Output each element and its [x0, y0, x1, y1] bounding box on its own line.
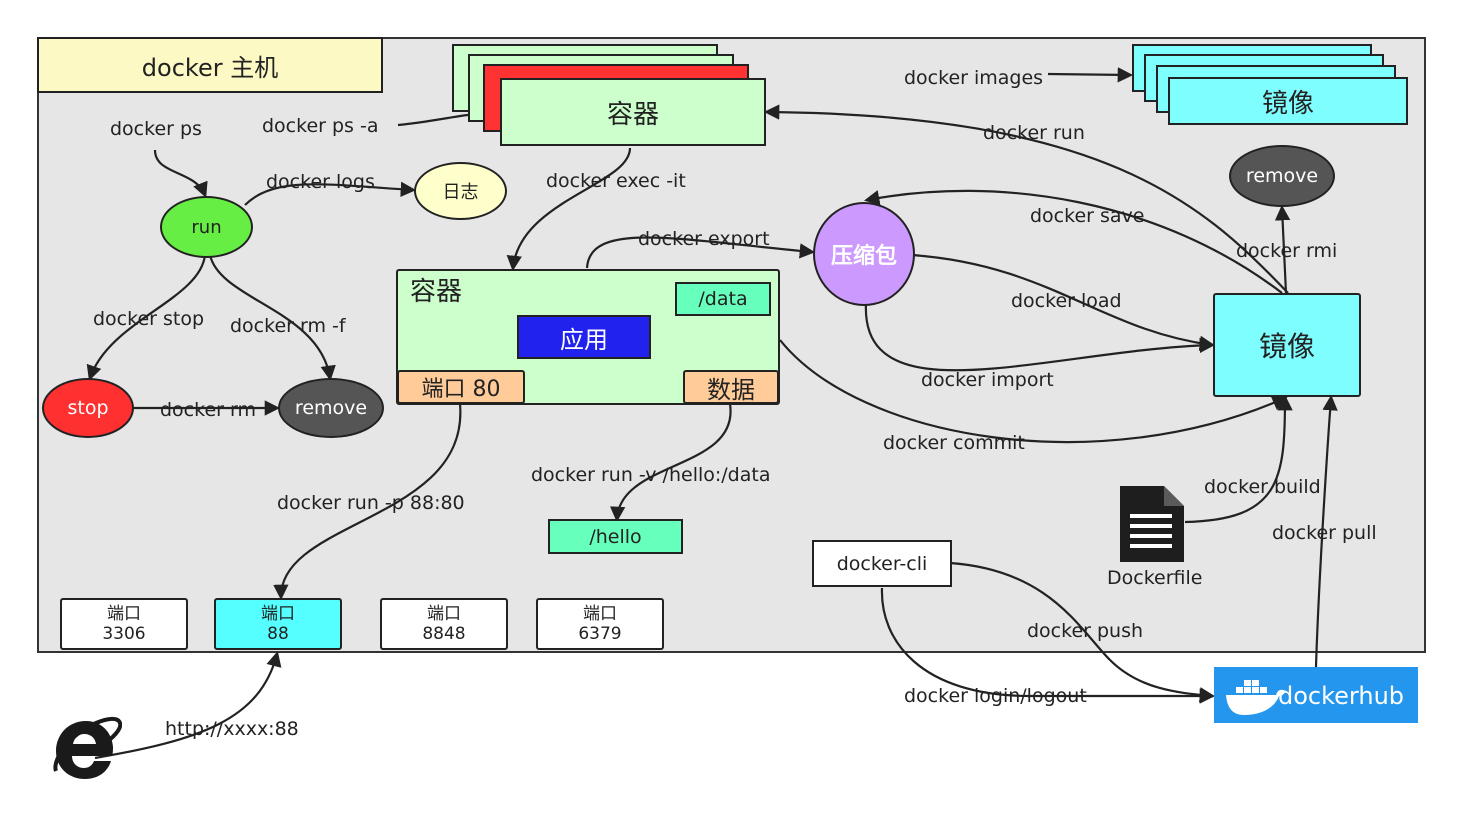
- arrow-rm-f: [208, 254, 336, 382]
- port-number: 88: [267, 624, 289, 644]
- arrow-run-p: [273, 403, 462, 601]
- cmd-run-v: docker run -v /hello:/data: [531, 464, 771, 486]
- port-label: 端口: [261, 604, 295, 624]
- image-main: 镜像: [1213, 293, 1361, 397]
- container-port-box: 端口 80: [397, 370, 525, 404]
- cmd-import: docker import: [921, 369, 1054, 391]
- cmd-images: docker images: [904, 67, 1044, 89]
- port-number: 3306: [102, 624, 146, 644]
- arrow-run-v: [609, 403, 732, 523]
- run-state-label: run: [191, 216, 222, 238]
- image-top: 镜像: [1168, 77, 1408, 125]
- cmd-rm-f: docker rm -f: [230, 315, 346, 337]
- arrow-login: [880, 587, 1216, 704]
- docker-cli-box: docker-cli: [812, 540, 952, 587]
- dockerhub-label: dockerhub: [1278, 682, 1405, 710]
- image-main-label: 镜像: [1258, 330, 1315, 363]
- container-top: 容器: [500, 78, 766, 146]
- port-label: 端口: [107, 604, 141, 624]
- hello-dir-box: /hello: [548, 519, 683, 554]
- arrow-save: [863, 189, 1283, 294]
- data-dir-box: /data: [675, 282, 771, 316]
- app-box: 应用: [517, 315, 651, 359]
- arrow-push: [949, 561, 1216, 703]
- arrow-exec: [506, 147, 632, 272]
- arrow-import: [864, 302, 1216, 372]
- arrow-pull: [1314, 394, 1338, 668]
- cmd-save: docker save: [1030, 205, 1145, 227]
- arrow-stop: [86, 254, 207, 381]
- cmd-push: docker push: [1027, 620, 1144, 642]
- host-port-6379: 端口 6379: [536, 598, 664, 650]
- cmd-exec: docker exec -it: [546, 170, 686, 192]
- cmd-ps: docker ps: [110, 118, 202, 140]
- port-label: 端口: [583, 604, 617, 624]
- dockerhub-badge[interactable]: dockerhub: [1214, 667, 1418, 723]
- stop-state-label: stop: [67, 397, 109, 419]
- port-label: 端口: [427, 604, 461, 624]
- container-detail-title: 容器: [410, 277, 463, 307]
- logs-node-label: 日志: [442, 182, 479, 203]
- stop-state: stop: [42, 378, 134, 438]
- dockerfile-document-icon: [1120, 486, 1184, 562]
- arrow-ps: [153, 149, 208, 198]
- dockerfile-label: Dockerfile: [1107, 567, 1203, 589]
- remove-container-label: remove: [294, 397, 368, 419]
- docker-cli-label: docker-cli: [836, 552, 928, 575]
- host-title: docker 主机: [37, 37, 383, 93]
- cmd-export: docker export: [638, 228, 770, 250]
- cmd-rm: docker rm: [160, 399, 256, 421]
- archive-node: 压缩包: [813, 202, 915, 306]
- hello-dir-label: /hello: [589, 525, 642, 548]
- logs-node: 日志: [414, 162, 507, 220]
- cmd-rmi: docker rmi: [1236, 240, 1338, 262]
- data-dir-label: /data: [698, 288, 748, 310]
- container-port-label: 端口 80: [421, 377, 501, 402]
- arrow-run: [763, 104, 1289, 294]
- data-box: 数据: [683, 370, 779, 404]
- remove-image-state: remove: [1229, 145, 1335, 207]
- arrow-url: [94, 651, 282, 760]
- cmd-pull: docker pull: [1272, 522, 1377, 544]
- internet-explorer-icon: [53, 716, 122, 779]
- arrow-build: [1184, 394, 1293, 524]
- cmd-build: docker build: [1204, 476, 1321, 498]
- cmd-run: docker run: [983, 122, 1085, 144]
- arrow-export: [585, 236, 816, 269]
- container-top-label: 容器: [606, 99, 659, 130]
- arrow-load: [911, 253, 1216, 351]
- docker-whale-icon: [1226, 680, 1286, 715]
- cmd-run-p: docker run -p 88:80: [277, 492, 465, 514]
- port-number: 6379: [578, 624, 622, 644]
- remove-container-state: remove: [278, 378, 384, 438]
- port-number: 8848: [422, 624, 466, 644]
- image-top-label: 镜像: [1261, 88, 1314, 119]
- cmd-stop: docker stop: [93, 308, 205, 330]
- cmd-load: docker load: [1011, 290, 1122, 312]
- cmd-ps-a: docker ps -a: [262, 115, 379, 137]
- archive-node-label: 压缩包: [830, 244, 897, 269]
- data-box-label: 数据: [707, 375, 755, 404]
- arrow-logs: [244, 181, 417, 206]
- cmd-url: http://xxxx:88: [165, 718, 299, 740]
- arrow-commit: [779, 339, 1288, 444]
- cmd-logs: docker logs: [266, 171, 375, 193]
- cmd-commit: docker commit: [883, 432, 1025, 454]
- host-port-8848: 端口 8848: [380, 598, 508, 650]
- app-box-label: 应用: [560, 325, 608, 354]
- arrow-rmi: [1274, 204, 1291, 294]
- cmd-login: docker login/logout: [904, 685, 1087, 707]
- host-title-text: docker 主机: [141, 53, 279, 82]
- host-port-88: 端口 88: [214, 598, 342, 650]
- host-port-3306: 端口 3306: [60, 598, 188, 650]
- arrow-images: [1047, 67, 1134, 83]
- run-state: run: [160, 196, 253, 258]
- remove-image-label: remove: [1245, 165, 1319, 187]
